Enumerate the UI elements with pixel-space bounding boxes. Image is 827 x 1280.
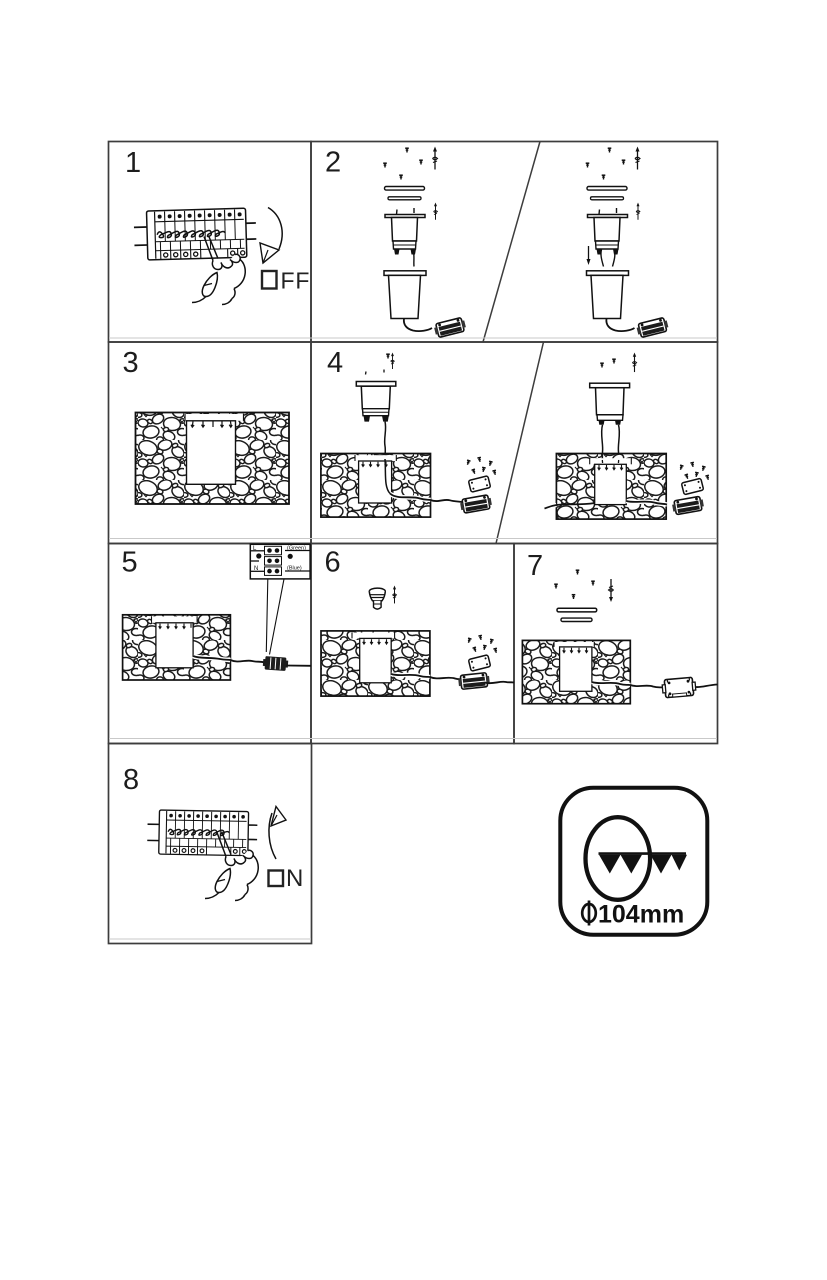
svg-text:1: 1 xyxy=(125,147,141,179)
svg-text:FF: FF xyxy=(281,268,311,294)
svg-text:(Blue): (Blue) xyxy=(287,566,302,572)
svg-text:7: 7 xyxy=(527,550,543,582)
svg-text:104mm: 104mm xyxy=(598,901,684,929)
svg-text:8: 8 xyxy=(123,764,139,796)
svg-text:3: 3 xyxy=(123,347,139,379)
svg-text:L: L xyxy=(253,546,257,552)
svg-text:N: N xyxy=(286,865,303,892)
svg-text:(Green): (Green) xyxy=(287,546,306,552)
svg-text:2: 2 xyxy=(325,147,341,179)
svg-text:5: 5 xyxy=(122,547,138,579)
svg-text:4: 4 xyxy=(327,347,343,379)
svg-text:N: N xyxy=(254,566,258,572)
svg-text:6: 6 xyxy=(325,547,341,579)
